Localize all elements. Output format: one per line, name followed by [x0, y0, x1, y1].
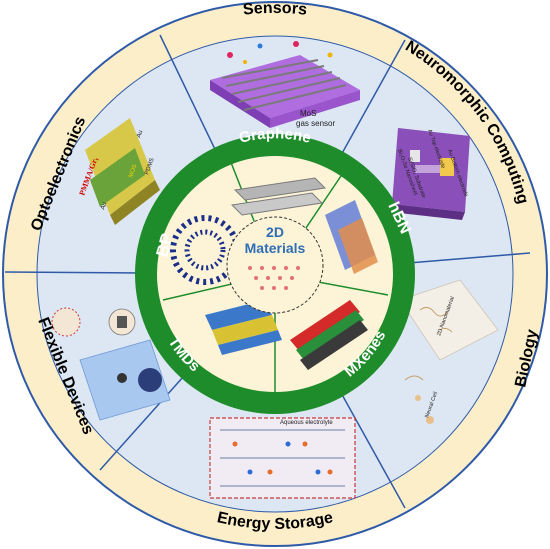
label-energy-storage: Energy Storage [215, 509, 334, 533]
center-lattice [248, 266, 300, 290]
graphene-illustration [230, 177, 327, 216]
mos2-sensor-label: MoS [300, 109, 316, 118]
label-sensors: Sensors [242, 0, 308, 19]
center-circle [226, 216, 324, 314]
biology-figure: 2D Nanomaterial Neural Cell [399, 279, 499, 424]
opto-au-label-1: Au [100, 202, 108, 211]
hbn-illustration [325, 200, 378, 274]
opto-mos-label: MOS [128, 164, 138, 179]
opto-pdms-label: PDMS [144, 157, 156, 175]
flexible-devices-figure [51, 307, 171, 421]
energy-storage-figure: Aqueous electrolyte [209, 417, 356, 499]
optoelectronics-figure: PMMA/Grᵧ PDMS MOS Au Au [77, 118, 160, 225]
gas-sensor-label: gas sensor [296, 119, 335, 128]
neuromorphic-figure: Au Top electrode Au Bottom electrode Bi₂… [390, 128, 470, 220]
mxenes-illustration [290, 300, 368, 370]
center-title-line2: Materials [245, 240, 306, 256]
sensors-figure: MoS gas sensor [210, 41, 360, 128]
center-title-line1: 2D [266, 224, 284, 240]
energy-electrolyte-label: Aqueous electrolyte [280, 420, 333, 426]
opto-au-label-2: Au [136, 130, 144, 139]
